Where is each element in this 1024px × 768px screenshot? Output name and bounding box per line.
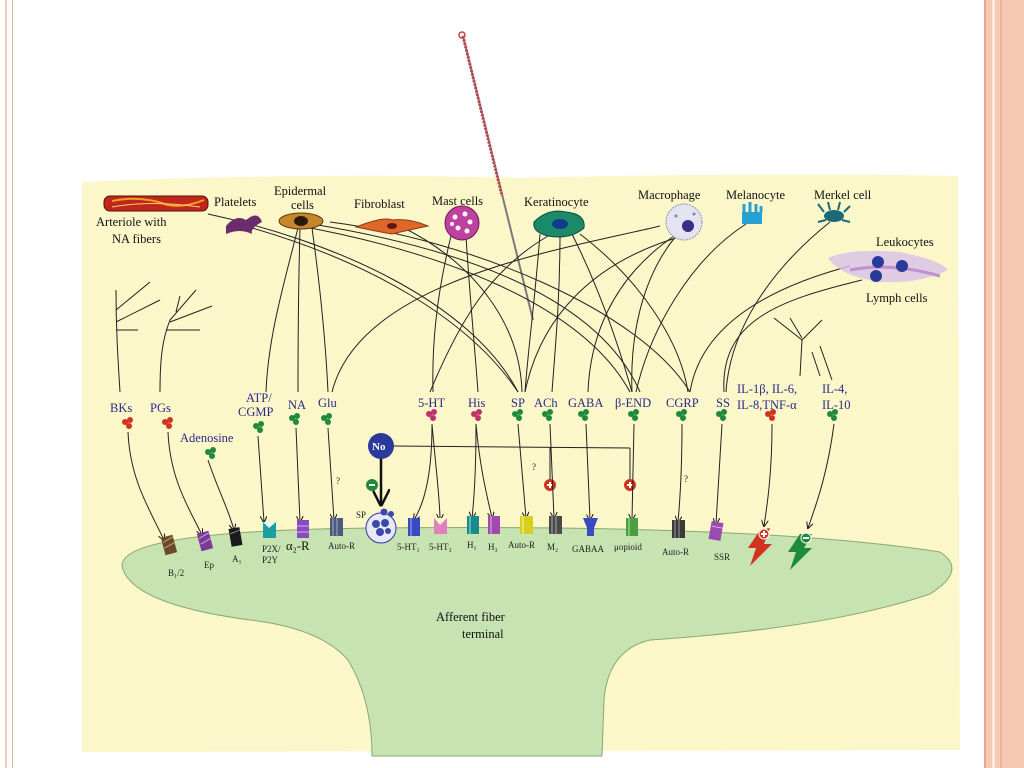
question-mark-glu: ? xyxy=(336,476,340,486)
receptors xyxy=(160,516,724,556)
receptor-label-5ht1: 5-HT₁ xyxy=(397,542,420,552)
label-epidermal-2: cells xyxy=(291,198,314,212)
receptor-label-mu-opioid: μopioid xyxy=(614,542,642,552)
epidermal-cell-icon xyxy=(278,212,324,230)
receptor-label-b12: B₁/2 xyxy=(168,568,184,578)
receptor-label-ssr: SSR xyxy=(714,552,730,562)
receptor-label-p2x: P2X/ xyxy=(262,544,281,554)
arteriole-icon xyxy=(103,195,209,212)
receptor-b12 xyxy=(160,534,178,556)
receptor-label-ep: Ep xyxy=(204,560,214,570)
lightning-excite-icon xyxy=(748,528,772,566)
receptor-gabaa xyxy=(583,518,598,536)
mediator-his: His xyxy=(468,396,486,410)
mediator-bks: BKs xyxy=(110,401,132,415)
receptor-5ht3 xyxy=(434,518,447,534)
label-macrophage: Macrophage xyxy=(638,188,701,202)
keratinocyte-icon xyxy=(533,210,585,238)
receptor-autor-1 xyxy=(330,518,343,536)
melanocyte-icon xyxy=(742,202,763,224)
receptor-label-a2r: α₂-R xyxy=(286,539,310,553)
acupuncture-needle-icon xyxy=(458,31,534,321)
afferent-terminal-shape xyxy=(121,527,953,757)
mediator-il-a: IL-1β, IL-6, xyxy=(737,382,797,396)
mediator-ss: SS xyxy=(716,396,730,410)
mediator-il-b-2: IL-10 xyxy=(822,398,850,412)
mediator-gaba: GABA xyxy=(568,396,603,410)
receptor-label-m2: M₂ xyxy=(547,542,558,552)
label-epidermal: Epidermal xyxy=(274,184,327,198)
label-fibroblast: Fibroblast xyxy=(354,197,405,211)
receptor-label-h1: H₁ xyxy=(467,540,477,550)
label-merkel-cell: Merkel cell xyxy=(814,188,872,202)
receptor-ep xyxy=(196,530,214,552)
no-node: No xyxy=(366,433,636,504)
mediator-5ht: 5-HT xyxy=(418,396,445,410)
receptor-p2x xyxy=(263,522,276,538)
mediators: BKs PGs ATP/ CGMP Adenosine NA Glu 5-HT … xyxy=(110,382,850,445)
terminal-label-2: terminal xyxy=(462,627,504,641)
receptor-m2 xyxy=(549,516,562,534)
label-melanocyte: Melanocyte xyxy=(726,188,785,202)
mediator-na: NA xyxy=(288,398,306,412)
receptor-label-gabaa: GABAA xyxy=(572,544,605,554)
mediator-il-a-2: IL-8,TNF-α xyxy=(737,398,797,412)
receptor-ssr xyxy=(708,521,724,541)
slide-frame-right xyxy=(984,0,1024,768)
receptor-a1 xyxy=(228,527,243,547)
slide-frame-left xyxy=(0,0,13,768)
receptor-label-p2y: P2Y xyxy=(262,555,279,565)
mediator-cgrp: CGRP xyxy=(666,396,699,410)
sp-vesicle-cluster: SP xyxy=(356,508,397,544)
label-platelets: Platelets xyxy=(214,195,256,209)
receptor-mu-opioid xyxy=(626,518,638,536)
receptor-autor-3 xyxy=(672,520,685,538)
source-connections xyxy=(207,213,863,393)
macrophage-icon xyxy=(665,203,703,241)
receptor-labels: B₁/2 Ep A₁ P2X/ P2Y α₂-R Auto-R 5-HT₁ 5-… xyxy=(168,539,730,578)
receptor-autor-2 xyxy=(520,516,533,534)
terminal-label: Afferent fiber xyxy=(436,610,506,624)
mediator-il-b: IL-4, xyxy=(822,382,847,396)
receptor-label-a1: A₁ xyxy=(232,554,242,564)
receptor-label-h3: H₃ xyxy=(488,542,498,552)
label-arteriole: Arteriole with xyxy=(96,215,167,229)
mast-cell-icon xyxy=(444,205,480,241)
receptor-5ht1 xyxy=(408,518,420,536)
receptor-label-autor-3: Auto-R xyxy=(662,547,689,557)
label-leukocytes: Leukocytes xyxy=(876,235,934,249)
lymph-cells-icon xyxy=(828,250,948,283)
label-lymph-cells: Lymph cells xyxy=(866,291,928,305)
mediator-bend: β-END xyxy=(615,396,651,410)
mediator-cgmp: CGMP xyxy=(238,405,273,419)
question-mark-sp: ? xyxy=(532,462,536,472)
mediator-glu: Glu xyxy=(318,396,338,410)
mediator-arrows xyxy=(127,423,835,540)
question-mark-cgrp: ? xyxy=(684,474,688,484)
label-keratinocyte: Keratinocyte xyxy=(524,195,589,209)
merkel-cell-icon xyxy=(817,201,851,223)
fibroblast-icon xyxy=(354,218,430,235)
label-arteriole-2: NA fibers xyxy=(112,232,161,246)
mediator-ach: ACh xyxy=(534,396,558,410)
mediator-adenosine: Adenosine xyxy=(180,431,234,445)
label-mast-cells: Mast cells xyxy=(432,194,483,208)
lightning-inhibit-icon xyxy=(788,532,812,570)
receptor-a2r xyxy=(297,520,309,538)
receptor-label-autor-2: Auto-R xyxy=(508,540,535,550)
platelets-icon xyxy=(226,215,262,234)
receptor-label-5ht3: 5-HT₃ xyxy=(429,542,452,552)
mediator-atp: ATP/ xyxy=(246,391,272,405)
no-label: No xyxy=(372,441,386,453)
mediator-sp: SP xyxy=(511,396,525,410)
receptor-h1 xyxy=(467,516,479,534)
receptor-h3 xyxy=(488,516,500,534)
receptor-label-autor-1: Auto-R xyxy=(328,541,355,551)
nerve-branches xyxy=(115,281,833,393)
sp-vesicle-label: SP xyxy=(356,510,366,520)
mediator-pgs: PGs xyxy=(150,401,171,415)
